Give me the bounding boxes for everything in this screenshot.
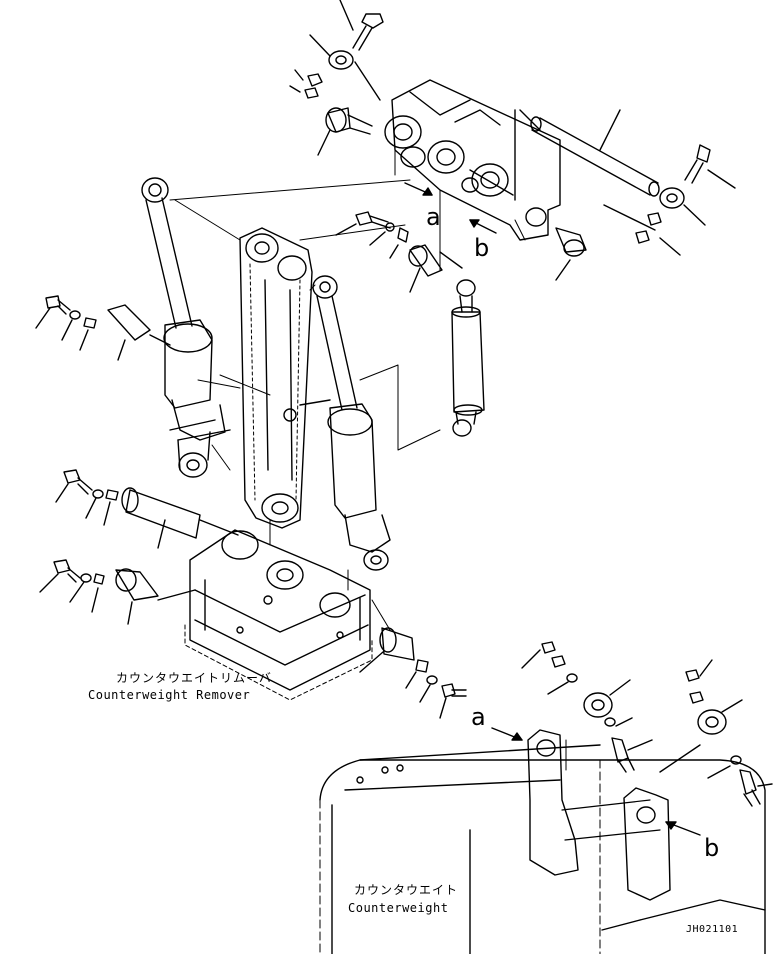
counterweight-body bbox=[319, 744, 766, 954]
left-hardware-row-1 bbox=[35, 295, 171, 361]
callout-b-upper: b bbox=[474, 234, 490, 262]
remover-base bbox=[184, 529, 373, 701]
arrow-b-lower bbox=[665, 821, 701, 836]
remover-label-jp: カウンタウエイトリムーバ bbox=[116, 671, 272, 685]
lower-center-hardware bbox=[359, 627, 467, 719]
middle-hydraulic-cylinder bbox=[312, 275, 391, 571]
center-hardware bbox=[335, 211, 463, 293]
left-hardware-row-3 bbox=[39, 559, 196, 625]
left-hardware-row-2 bbox=[55, 469, 239, 549]
connection-lines bbox=[169, 149, 567, 771]
upper-bracket bbox=[384, 79, 561, 241]
top-left-hardware bbox=[289, 0, 384, 156]
left-hydraulic-cylinder bbox=[141, 177, 231, 478]
center-link-arm bbox=[239, 227, 331, 529]
counterweight-bracket-a bbox=[527, 729, 661, 876]
counterweight-label-en: Counterweight bbox=[348, 901, 449, 915]
small-hydraulic-cylinder bbox=[451, 279, 485, 437]
lower-right-hardware bbox=[521, 641, 773, 807]
long-pin bbox=[530, 109, 660, 197]
remover-label-en: Counterweight Remover bbox=[88, 688, 251, 702]
callout-b-lower: b bbox=[704, 834, 720, 862]
top-right-hardware bbox=[555, 144, 736, 281]
counterweight-label-jp: カウンタウエイト bbox=[354, 883, 459, 897]
drawing-code: JH021101 bbox=[686, 924, 739, 935]
callout-a-lower: a bbox=[471, 703, 486, 731]
callout-a-upper: a bbox=[426, 203, 441, 231]
counterweight-bracket-b bbox=[623, 787, 671, 901]
arrow-a-upper bbox=[404, 182, 433, 196]
arrow-b-upper bbox=[469, 219, 497, 234]
arrow-a-lower bbox=[491, 727, 523, 741]
